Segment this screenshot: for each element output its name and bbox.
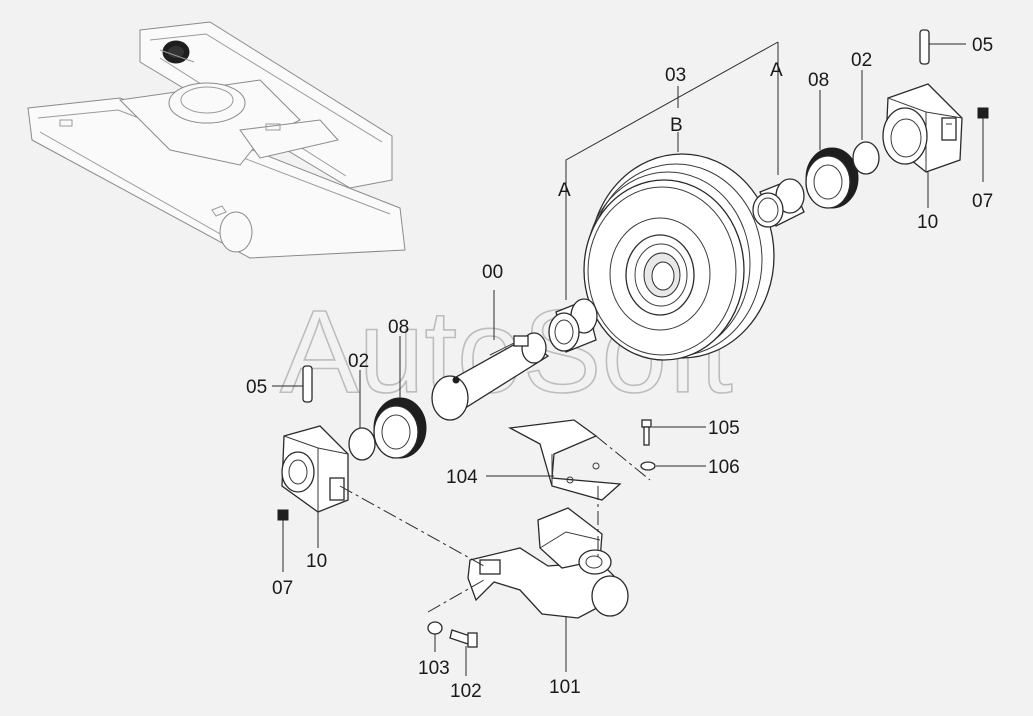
label-a-left: A bbox=[558, 180, 571, 201]
washer-103 bbox=[427, 621, 443, 652]
floating-seal-right-08 bbox=[805, 147, 859, 209]
bracket-left-10 bbox=[281, 425, 349, 548]
plate-104 bbox=[486, 419, 622, 501]
label-10-right: 10 bbox=[917, 212, 938, 233]
label-b: B bbox=[670, 115, 683, 136]
plug-left-07 bbox=[277, 509, 289, 572]
bushing-left bbox=[548, 298, 598, 353]
shaft-00 bbox=[431, 332, 550, 421]
label-05-right: 05 bbox=[972, 35, 993, 56]
label-106: 106 bbox=[708, 457, 740, 478]
label-02-left: 02 bbox=[348, 351, 369, 372]
label-104: 104 bbox=[446, 467, 478, 488]
label-101: 101 bbox=[549, 677, 581, 698]
reference-lines bbox=[565, 41, 779, 300]
label-08-right: 08 bbox=[808, 70, 829, 91]
label-10-left: 10 bbox=[306, 551, 327, 572]
o-ring-left-02 bbox=[348, 427, 376, 461]
floating-seal-left-08 bbox=[373, 397, 427, 459]
pin-right-05 bbox=[919, 29, 966, 65]
yoke-101 bbox=[467, 507, 629, 672]
label-102: 102 bbox=[450, 681, 482, 702]
assembly-guide-lines bbox=[339, 435, 651, 613]
label-07-left: 07 bbox=[272, 578, 293, 599]
label-05-left: 05 bbox=[246, 377, 267, 398]
bushing-right bbox=[752, 178, 805, 228]
pin-left-05 bbox=[272, 365, 313, 403]
label-02-right: 02 bbox=[851, 50, 872, 71]
label-a-top: A bbox=[770, 60, 783, 81]
idler-wheel-03 bbox=[583, 153, 775, 361]
label-00: 00 bbox=[482, 262, 503, 283]
label-08-left: 08 bbox=[388, 317, 409, 338]
undercarriage-thumbnail bbox=[27, 21, 406, 259]
bolt-105 bbox=[641, 419, 706, 446]
label-105: 105 bbox=[708, 418, 740, 439]
label-07-right: 07 bbox=[972, 191, 993, 212]
washer-106 bbox=[640, 461, 706, 471]
plug-right-07 bbox=[977, 107, 989, 182]
label-03: 03 bbox=[665, 65, 686, 86]
bolt-102 bbox=[449, 629, 478, 676]
label-103: 103 bbox=[418, 658, 450, 679]
bracket-right-10 bbox=[882, 83, 963, 173]
o-ring-right-02 bbox=[852, 141, 880, 175]
